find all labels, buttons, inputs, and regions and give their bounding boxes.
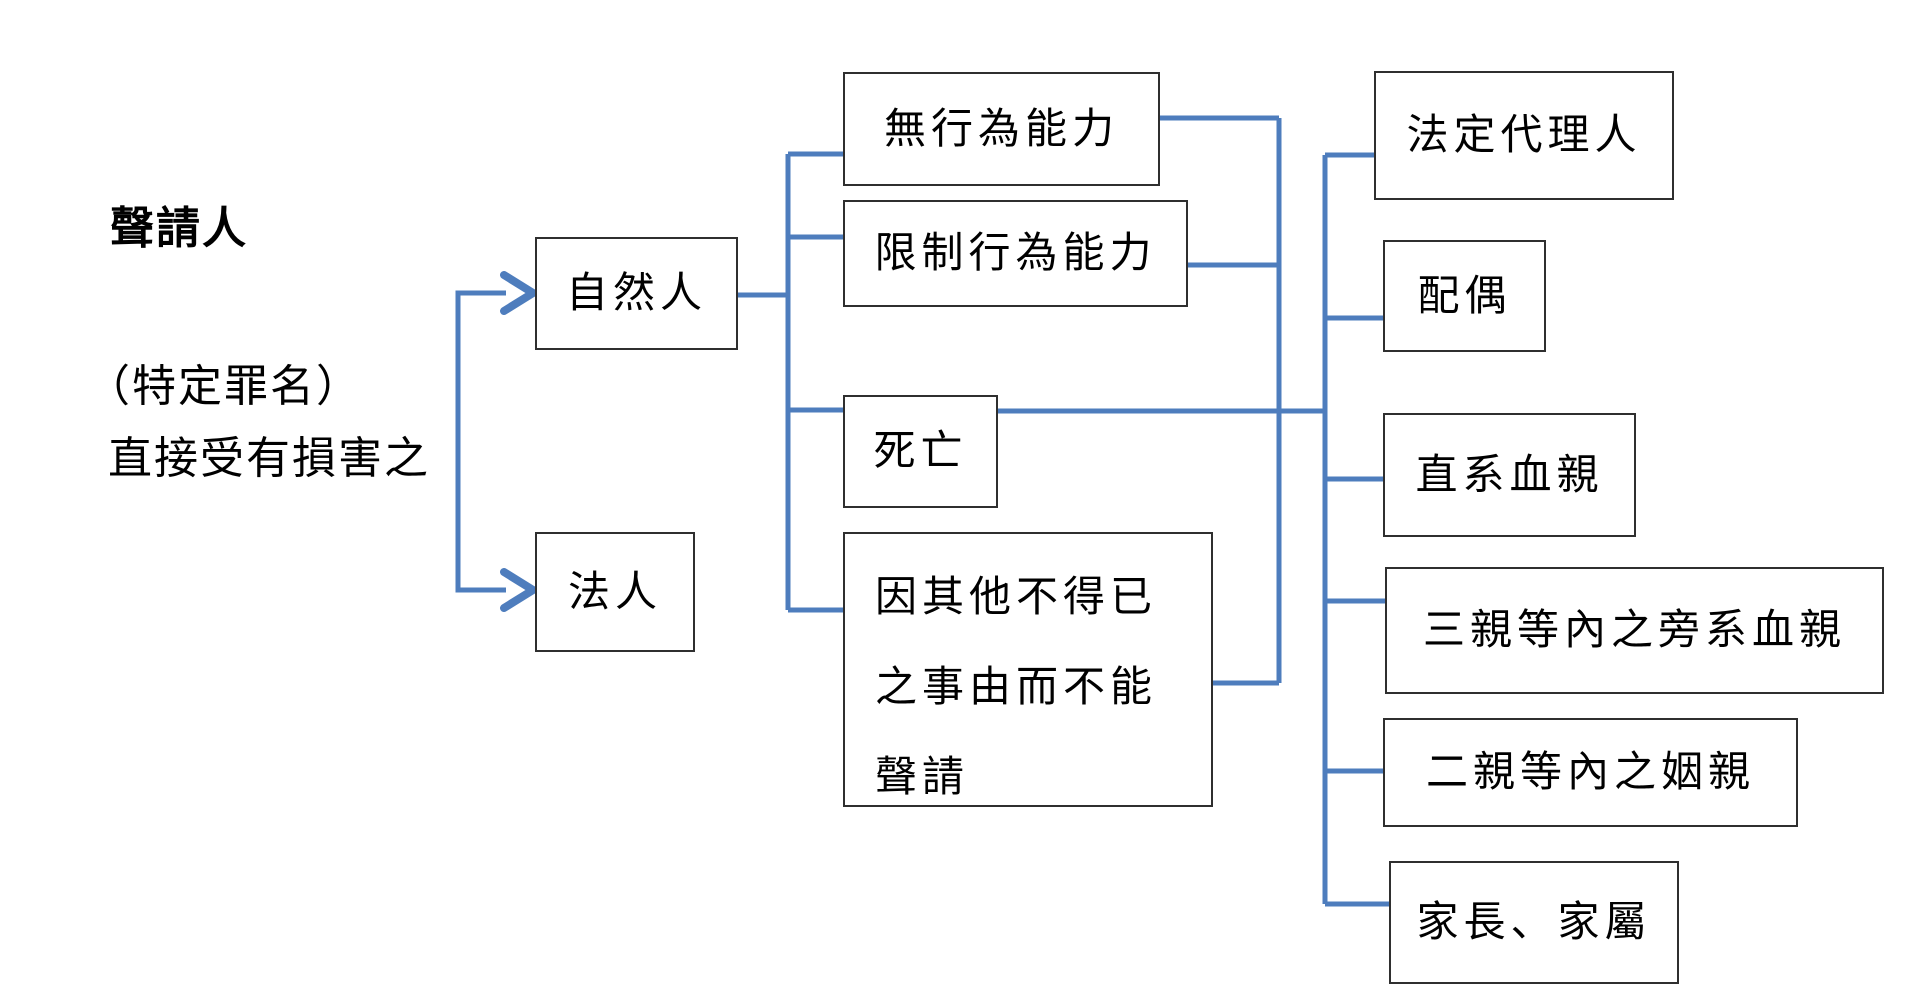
node-spouse: 配偶 xyxy=(1383,240,1546,352)
node-legal-representative: 法定代理人 xyxy=(1374,71,1674,200)
arrowhead-legal-person xyxy=(500,568,541,612)
natural-person-branch-connector xyxy=(738,151,843,613)
node-other-unavoidable-reason: 因其他不得已 之事由而不能 聲請 xyxy=(843,532,1213,807)
node-no-capacity: 無行為能力 xyxy=(843,72,1160,186)
middle-collector-connector xyxy=(998,115,1325,686)
arrowhead-natural-person xyxy=(500,271,541,315)
node-other-line-2: 之事由而不能 xyxy=(875,662,1158,711)
right-distributor-connector xyxy=(1322,152,1389,907)
diagram-title: 聲請人 xyxy=(110,203,248,254)
subtitle-line-2: 直接受有損害之 xyxy=(108,433,430,484)
node-natural-person: 自然人 xyxy=(535,237,738,350)
node-other-line-1: 因其他不得已 xyxy=(875,572,1158,621)
node-affinity-within-2nd-degree: 二親等內之姻親 xyxy=(1383,718,1798,827)
node-collateral-blood-within-3rd-degree: 三親等內之旁系血親 xyxy=(1385,567,1884,694)
applicant-bracket-connector xyxy=(455,290,506,593)
node-lineal-blood-relative: 直系血親 xyxy=(1383,413,1636,537)
node-other-line-3: 聲請 xyxy=(875,752,970,801)
node-legal-person: 法人 xyxy=(535,532,695,652)
subtitle-line-1: （特定罪名） xyxy=(86,361,362,412)
node-death: 死亡 xyxy=(843,395,998,508)
node-limited-capacity: 限制行為能力 xyxy=(843,200,1188,307)
node-family-head-and-members: 家長、家屬 xyxy=(1389,861,1679,984)
